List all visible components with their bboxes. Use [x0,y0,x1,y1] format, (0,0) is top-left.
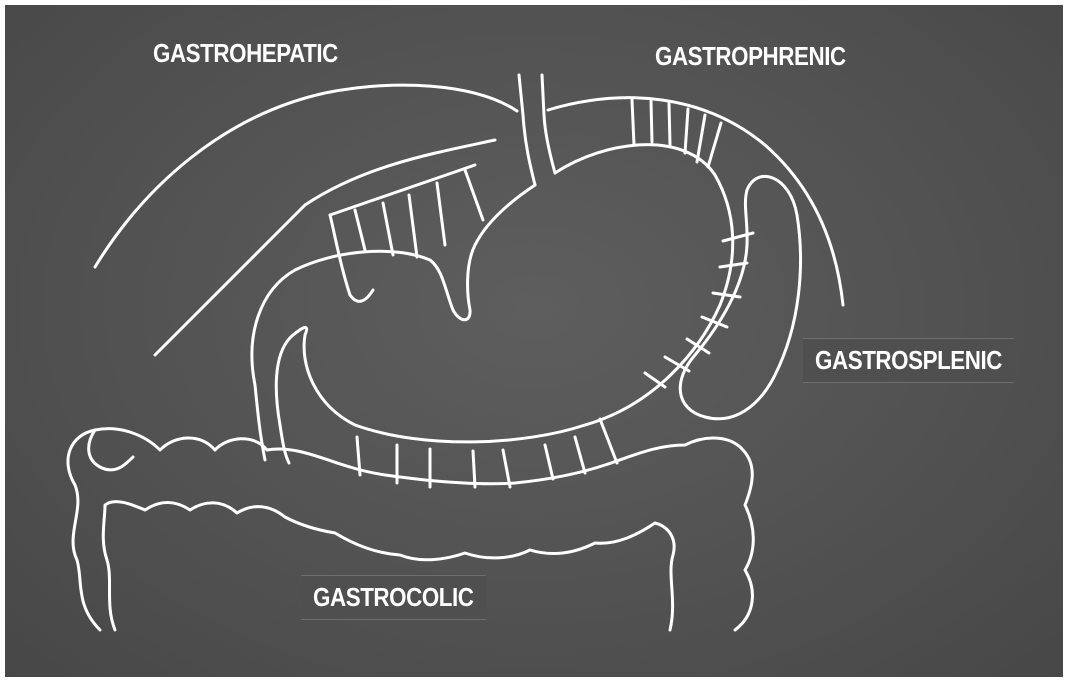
chalkboard-diagram: GASTROHEPATIC GASTROPHRENIC GASTROSPLENI… [5,5,1063,677]
label-gastrosplenic: GASTROSPLENIC [803,338,1014,383]
label-gastrocolic: GASTROCOLIC [301,575,486,620]
gastrosplenic-ligament-lines [645,233,753,387]
colon-haustra-top [89,430,133,470]
label-gastrophrenic: GASTROPHRENIC [655,41,846,72]
liver-lower-edge [155,140,495,355]
esophagus-left-wall [519,75,535,185]
gastrohepatic-edge-left [330,215,373,301]
stomach-lesser-curvature [252,185,535,460]
liver-outline [95,85,517,267]
label-gastrohepatic: GASTROHEPATIC [153,38,338,69]
stomach-greater-curvature [293,145,733,442]
pylorus-loop [276,335,293,463]
esophagus-right-wall [542,75,555,173]
